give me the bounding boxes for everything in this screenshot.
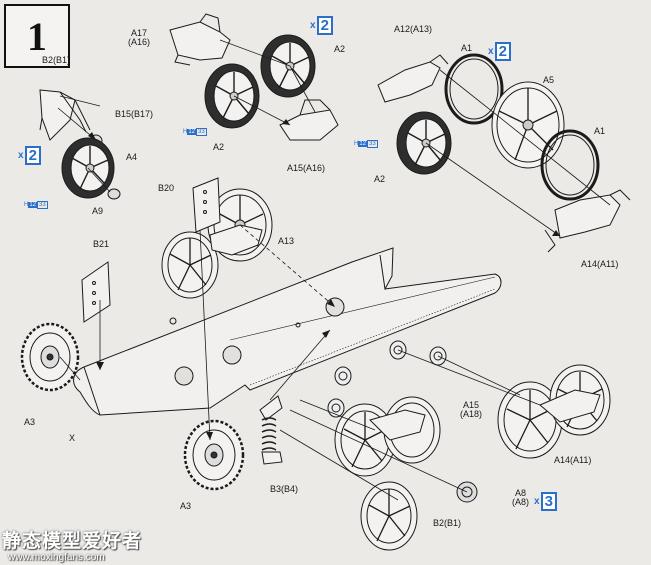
quantity-count: 2 bbox=[24, 146, 41, 165]
part-label: A1 bbox=[594, 126, 606, 136]
bracket-b21 bbox=[81, 261, 111, 323]
right-road-wheel bbox=[396, 111, 452, 175]
part-label: A2 bbox=[334, 44, 346, 54]
hole-size: 33 bbox=[37, 201, 48, 209]
quantity-prefix: x bbox=[534, 496, 540, 507]
assembly-lines bbox=[57, 39, 611, 501]
part-label: B21 bbox=[93, 239, 110, 249]
quantity-count: 2 bbox=[316, 16, 333, 35]
top-road-wheel-front bbox=[204, 63, 260, 129]
hole-prefix: H bbox=[24, 202, 29, 208]
quantity-count: 3 bbox=[540, 492, 557, 511]
bottom-road-wheel-b2 bbox=[360, 481, 418, 551]
hole-size: 12 bbox=[358, 141, 368, 147]
quantity-count: 2 bbox=[494, 42, 511, 61]
sprocket-left bbox=[20, 322, 80, 392]
part-label: A1 bbox=[461, 43, 473, 53]
mid-road-wheel-small bbox=[161, 231, 219, 299]
part-label: A3 bbox=[180, 501, 192, 511]
part-label: X bbox=[69, 433, 76, 443]
hole-size: 33 bbox=[367, 140, 378, 148]
part-label: A8 (A8) bbox=[512, 488, 530, 507]
quantity-prefix: x bbox=[310, 20, 316, 31]
part-label: A12(A13) bbox=[394, 24, 433, 34]
part-label: A2 bbox=[374, 174, 386, 184]
part-label: A2 bbox=[213, 142, 225, 152]
part-label: A14(A11) bbox=[581, 259, 619, 269]
part-label: B15(B17) bbox=[115, 109, 154, 119]
watermark: 静态模型爱好者 www.moxingfans.com bbox=[0, 532, 142, 565]
sprocket-front bbox=[183, 419, 245, 491]
tire-ring-bottom bbox=[540, 129, 600, 201]
bracket-b20 bbox=[192, 177, 221, 233]
hole-prefix: H bbox=[354, 141, 359, 147]
spring-b3 bbox=[259, 395, 283, 465]
top-road-wheel-back bbox=[260, 34, 316, 98]
hole-size: 12 bbox=[28, 202, 38, 208]
part-label: B2(B1) bbox=[433, 518, 462, 528]
part-label: A4 bbox=[126, 152, 138, 162]
hull-side-panel bbox=[73, 247, 502, 416]
hole-size: 12 bbox=[187, 129, 197, 135]
part-label: A3 bbox=[24, 417, 36, 427]
bottom-bogie-mid bbox=[334, 396, 441, 477]
hole-prefix: H bbox=[183, 129, 188, 135]
part-label: A13 bbox=[278, 236, 295, 246]
part-label: A15(A16) bbox=[287, 163, 326, 173]
part-label: B2(B1) bbox=[42, 55, 71, 65]
spoked-wheel-a5 bbox=[491, 81, 565, 169]
left-road-wheel bbox=[61, 137, 121, 200]
part-label: B3(B4) bbox=[270, 484, 299, 494]
watermark-url: www.moxingfans.com bbox=[8, 552, 105, 563]
bottom-bogie-right bbox=[497, 364, 611, 459]
part-label: A17 (A16) bbox=[128, 28, 151, 47]
part-label: A15 (A18) bbox=[460, 400, 483, 419]
tire-ring-top bbox=[444, 53, 504, 125]
hole-size: 33 bbox=[196, 128, 207, 136]
step-number: 1 bbox=[27, 13, 47, 59]
part-label: B20 bbox=[158, 183, 175, 193]
right-bogie-arm-top bbox=[377, 54, 631, 253]
top-bogie-arm bbox=[169, 13, 339, 141]
part-label: A9 bbox=[92, 206, 104, 216]
quantity-prefix: x bbox=[488, 46, 494, 57]
quantity-prefix: x bbox=[18, 150, 24, 161]
step-number-box: 1 bbox=[4, 4, 70, 68]
part-label: A14(A11) bbox=[554, 455, 592, 465]
watermark-site-name: 静态模型爱好者 bbox=[2, 531, 143, 552]
part-label: A5 bbox=[543, 75, 555, 85]
